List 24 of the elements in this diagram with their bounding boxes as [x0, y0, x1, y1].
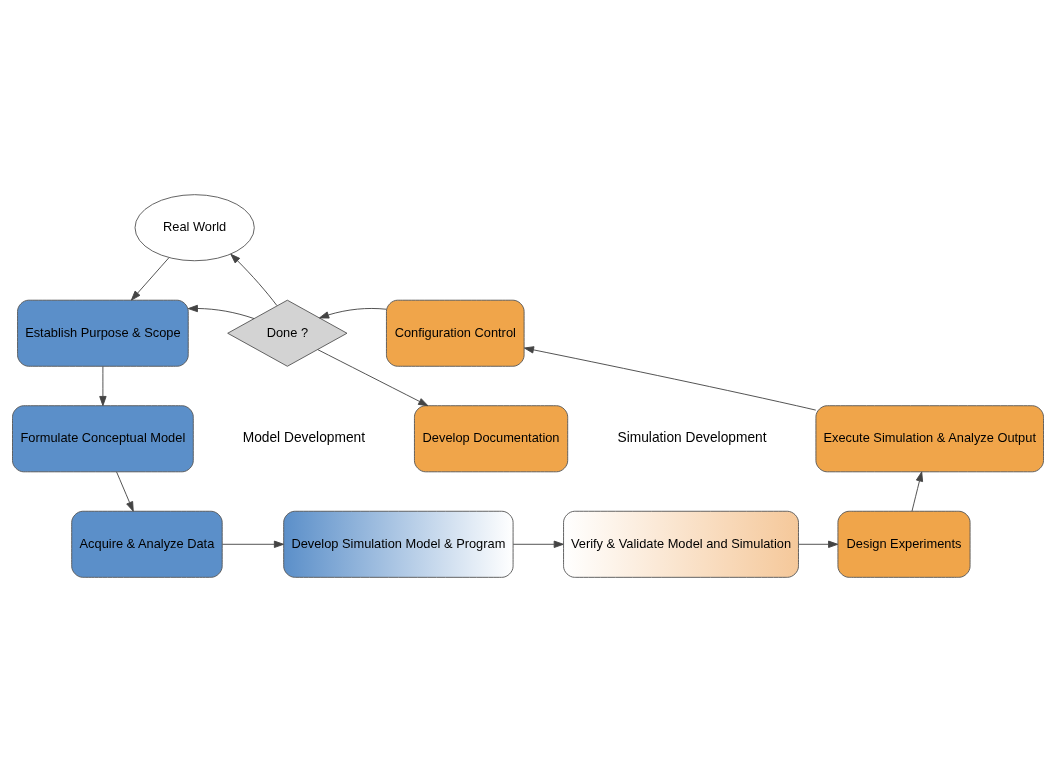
node-box: Configuration Control [386, 299, 525, 367]
label: Model Development [242, 429, 366, 445]
arrow [319, 308, 387, 319]
node-box: Formulate Conceptual Model [12, 405, 194, 473]
arrow [221, 540, 284, 548]
node-box: Establish Purpose & Scope [17, 299, 189, 367]
arrow [130, 257, 170, 301]
arrow [187, 304, 255, 320]
node-box: Develop Simulation Model & Program [283, 510, 514, 578]
node-box: Acquire & Analyze Data [71, 510, 223, 578]
arrow [512, 540, 564, 548]
node-box: Develop Documentation [414, 405, 569, 473]
label: Simulation Development [617, 429, 767, 445]
arrow [911, 471, 924, 512]
arrow [116, 471, 134, 512]
arrow [523, 346, 817, 411]
arrow [317, 349, 429, 407]
node-diamond: Done ? [227, 299, 348, 367]
node-box: Verify & Validate Model and Simulation [563, 510, 799, 578]
arrow [230, 253, 278, 306]
arrow [798, 540, 839, 548]
node-box: Design Experiments [837, 510, 971, 578]
arrow [99, 365, 107, 407]
node-box: Execute Simulation & Analyze Output [815, 405, 1044, 473]
